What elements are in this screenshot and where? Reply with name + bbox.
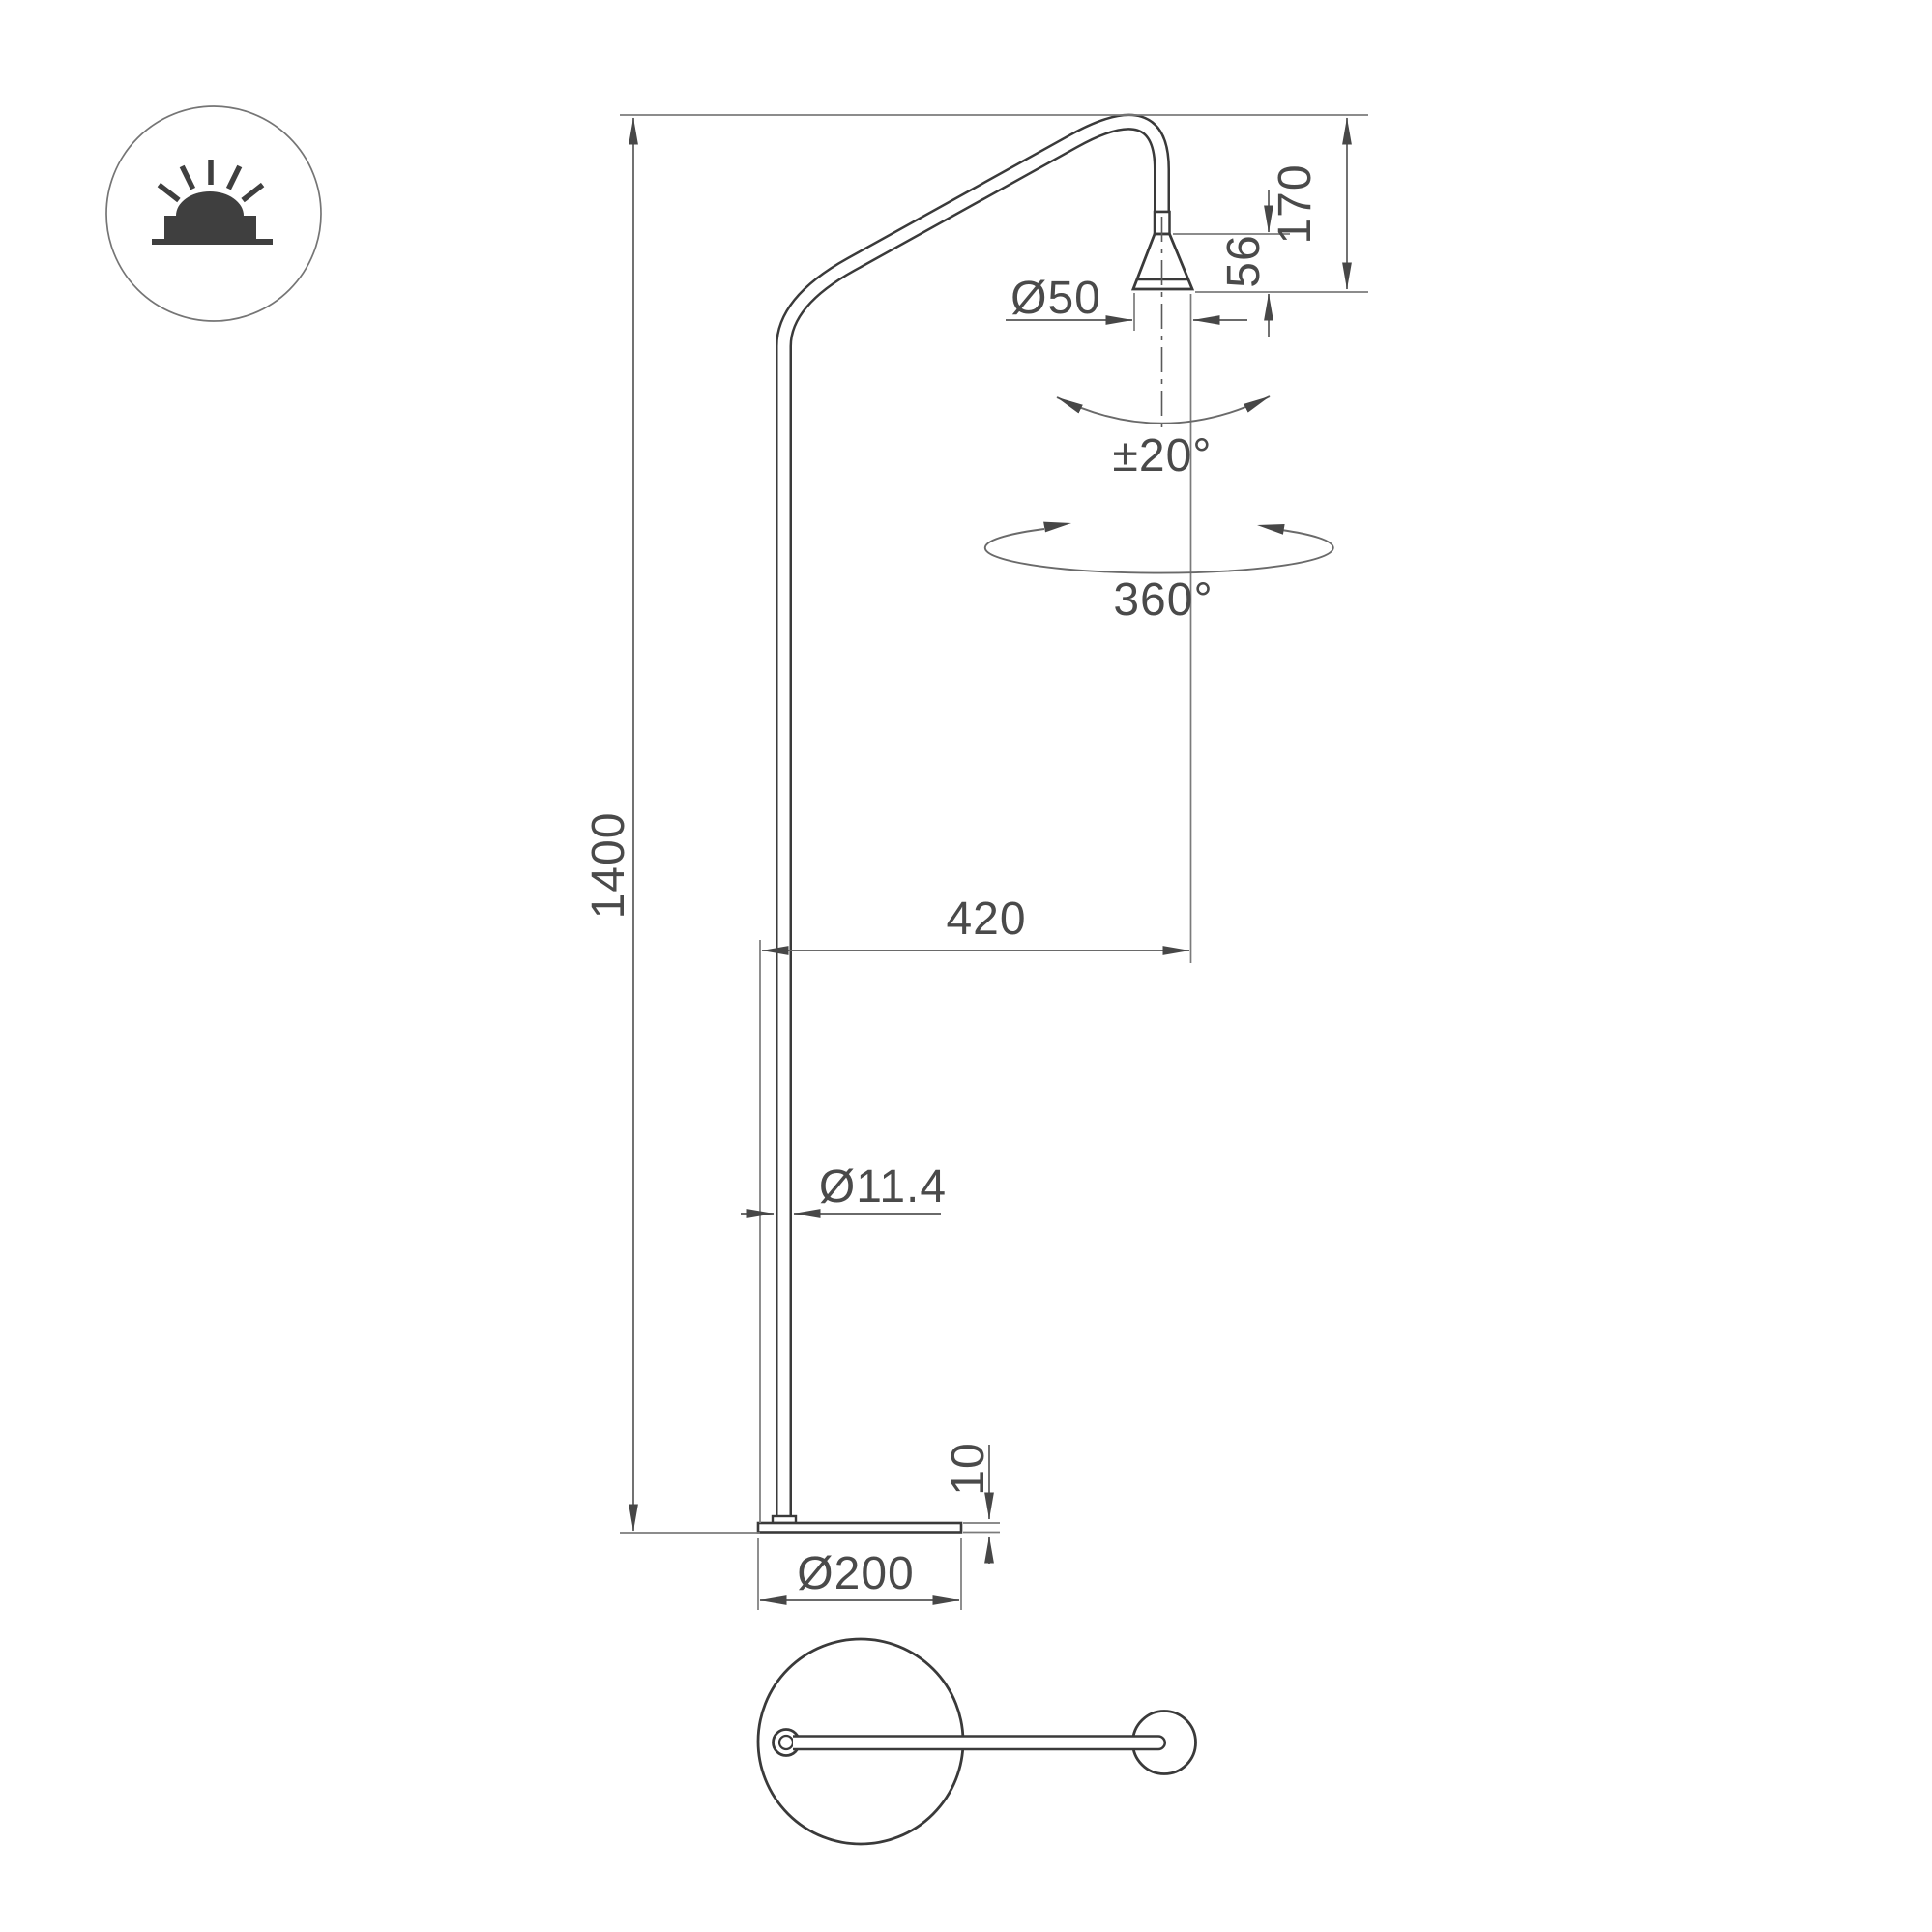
- reference-lines: [620, 114, 1368, 1610]
- lamp-pole-arm-outline: [776, 113, 1170, 1519]
- base-plate-side: [756, 1521, 963, 1534]
- dim-pole-diameter-label: Ø11.4: [819, 1161, 947, 1213]
- surface-light-icon: [152, 160, 273, 245]
- lamp-head-cone: [1130, 232, 1195, 291]
- dim-cone-height: 56: [1218, 190, 1273, 337]
- dim-total-height: 1400: [583, 117, 638, 1532]
- dim-base-thickness: 10: [943, 1442, 994, 1564]
- lamp-base-shape: [152, 239, 273, 245]
- dim-arm-reach: 420: [761, 893, 1190, 955]
- rotation-ellipse-arc: [983, 528, 1334, 574]
- dim-cone-height-label: 56: [1218, 234, 1270, 287]
- lamp-dome-shape: [176, 191, 244, 216]
- dim-arm-reach-label: 420: [946, 893, 1026, 945]
- dim-rotation-range-label: 360°: [1113, 574, 1213, 626]
- dim-total-height-label: 1400: [583, 812, 634, 920]
- dim-head-drop-height: 170: [1270, 117, 1352, 290]
- dim-tilt-range-label: ±20°: [1113, 430, 1213, 482]
- lamp-pole-arm-core: [777, 116, 1168, 1519]
- front-view: [756, 113, 1195, 1534]
- dim-rotation-range: 360°: [983, 521, 1334, 626]
- rotation-arrow-right: [1257, 524, 1285, 535]
- dim-pole-diameter: Ø11.4: [741, 1161, 947, 1218]
- dim-tilt-range: ±20°: [1056, 395, 1271, 482]
- lamp-body-shape: [164, 216, 256, 239]
- tilt-arc: [1056, 395, 1271, 424]
- dim-base-diameter: Ø200: [759, 1548, 960, 1605]
- pole-ring-inner: [777, 1734, 795, 1751]
- dim-base-diameter-label: Ø200: [797, 1548, 914, 1599]
- light-rays: [157, 160, 265, 203]
- rotation-arrow-left: [1043, 521, 1071, 533]
- arm-top-view: [793, 1735, 1166, 1751]
- dim-head-diameter: Ø50: [1006, 273, 1247, 325]
- badge: [105, 105, 322, 322]
- bottom-view: [756, 1637, 1197, 1846]
- dim-head-drop-height-label: 170: [1270, 163, 1321, 244]
- dim-base-thickness-label: 10: [943, 1442, 994, 1495]
- dim-head-diameter-label: Ø50: [1010, 273, 1101, 324]
